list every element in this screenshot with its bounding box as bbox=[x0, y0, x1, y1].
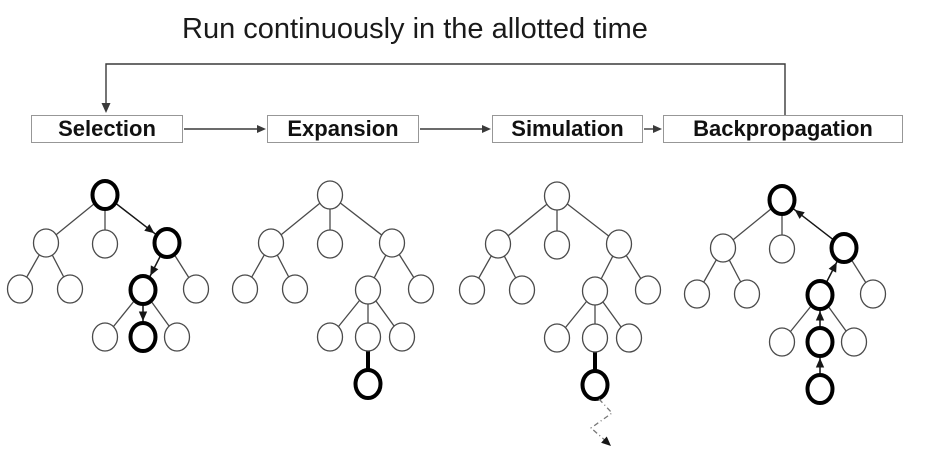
tree-node bbox=[458, 275, 486, 305]
tree-node bbox=[683, 279, 711, 309]
tree-node-highlighted bbox=[580, 369, 610, 401]
phase-box-backpropagation: Backpropagation bbox=[663, 115, 903, 143]
diagram-title: Run continuously in the allotted time bbox=[182, 13, 648, 45]
tree-node bbox=[581, 323, 609, 353]
tree-node bbox=[354, 322, 382, 352]
tree-node bbox=[257, 228, 285, 258]
tree-node bbox=[768, 234, 796, 264]
tree-node bbox=[354, 275, 382, 305]
tree-node bbox=[581, 276, 609, 306]
tree-node-highlighted bbox=[767, 184, 797, 216]
tree-node bbox=[91, 322, 119, 352]
tree-node bbox=[543, 181, 571, 211]
tree-node bbox=[91, 229, 119, 259]
tree-node-highlighted bbox=[90, 179, 120, 211]
tree-node bbox=[316, 229, 344, 259]
tree-node bbox=[32, 228, 60, 258]
tree-node bbox=[508, 275, 536, 305]
arrowhead-icon bbox=[794, 209, 805, 219]
tree-node bbox=[56, 274, 84, 304]
phase-box-simulation: Simulation bbox=[492, 115, 643, 143]
rollout-path bbox=[589, 398, 613, 443]
tree-node bbox=[378, 228, 406, 258]
flow-connectors bbox=[101, 63, 786, 133]
tree-node-highlighted bbox=[829, 232, 859, 264]
tree-node-highlighted bbox=[805, 373, 835, 405]
tree-node bbox=[840, 327, 868, 357]
arrowhead-icon bbox=[601, 436, 611, 446]
tree-node bbox=[163, 322, 191, 352]
arrowhead-icon bbox=[815, 358, 825, 368]
flow-arrowhead-icon bbox=[482, 125, 491, 133]
tree-node bbox=[543, 230, 571, 260]
flow-arrowhead-icon bbox=[653, 125, 662, 133]
phase-box-selection: Selection bbox=[31, 115, 183, 143]
arrowhead-icon bbox=[138, 311, 148, 321]
tree-expansion bbox=[231, 180, 435, 400]
tree-node-highlighted bbox=[805, 326, 835, 358]
tree-node bbox=[484, 229, 512, 259]
tree-node-highlighted bbox=[353, 368, 383, 400]
tree-backpropagation bbox=[683, 184, 887, 405]
arrowhead-icon bbox=[144, 224, 155, 234]
tree-node bbox=[281, 274, 309, 304]
tree-node bbox=[859, 279, 887, 309]
tree-node-highlighted bbox=[128, 321, 158, 353]
tree-node-highlighted bbox=[805, 279, 835, 311]
tree-node bbox=[231, 274, 259, 304]
tree-node bbox=[6, 274, 34, 304]
tree-node bbox=[388, 322, 416, 352]
tree-node bbox=[768, 327, 796, 357]
tree-node bbox=[182, 274, 210, 304]
tree-node bbox=[543, 323, 571, 353]
tree-node-highlighted bbox=[128, 274, 158, 306]
arrowhead-icon bbox=[828, 262, 837, 273]
tree-node bbox=[709, 233, 737, 263]
tree-node bbox=[634, 275, 662, 305]
tree-node bbox=[316, 180, 344, 210]
tree-node bbox=[605, 229, 633, 259]
tree-node bbox=[316, 322, 344, 352]
tree-node-highlighted bbox=[152, 227, 182, 259]
tree-node bbox=[615, 323, 643, 353]
tree-simulation bbox=[458, 181, 662, 446]
phase-box-expansion: Expansion bbox=[267, 115, 419, 143]
arrowhead-icon bbox=[150, 265, 159, 276]
arrowhead-icon bbox=[815, 311, 825, 321]
tree-node bbox=[733, 279, 761, 309]
loop-connector bbox=[105, 63, 786, 115]
tree-node bbox=[407, 274, 435, 304]
flow-arrowhead-icon bbox=[257, 125, 266, 133]
tree-selection bbox=[6, 179, 210, 353]
loop-arrowhead-icon bbox=[101, 103, 111, 113]
